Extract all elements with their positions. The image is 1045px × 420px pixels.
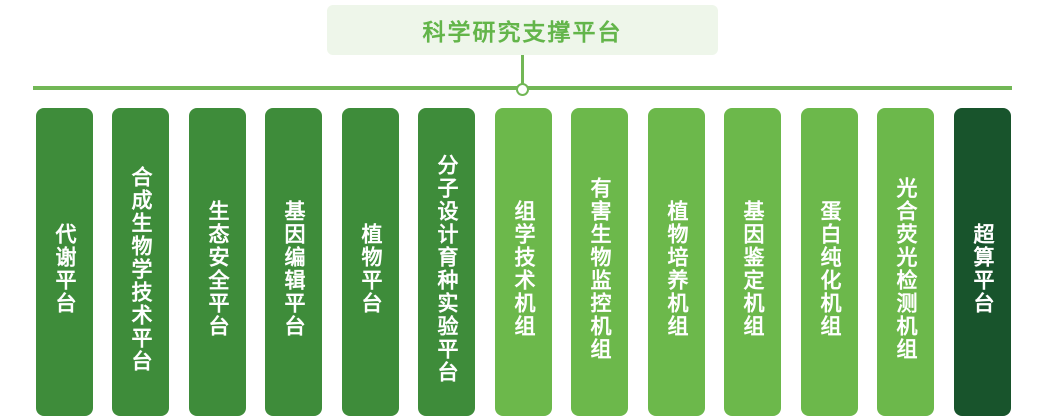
platform-label: 组学技术机组 (512, 200, 536, 338)
junction-dot (516, 83, 529, 96)
diagram-title: 科学研究支撑平台 (327, 5, 718, 55)
platform-label: 光合荧光检测机组 (894, 177, 918, 361)
platform-box-gene-editing: 基因编辑平台 (265, 108, 322, 416)
platform-label: 生态安全平台 (206, 200, 230, 338)
platform-label: 植物平台 (359, 223, 383, 315)
platform-box-molecular-breeding: 分子设计育种实验平台 (418, 108, 475, 416)
platform-label: 有害生物监控机组 (588, 177, 612, 361)
platform-box-supercomputing: 超算平台 (954, 108, 1011, 416)
title-connector-line (521, 55, 524, 88)
platform-box-ecological-safety: 生态安全平台 (189, 108, 246, 416)
platform-label: 基因鉴定机组 (741, 200, 765, 338)
platform-box-synthetic-biology: 合成生物学技术平台 (112, 108, 169, 416)
platform-label: 分子设计育种实验平台 (435, 154, 459, 384)
platform-label: 代谢平台 (53, 223, 77, 315)
platform-box-gene-identification: 基因鉴定机组 (724, 108, 781, 416)
platform-box-plant-culture: 植物培养机组 (648, 108, 705, 416)
platform-box-photosynthesis-fluorescence: 光合荧光检测机组 (877, 108, 934, 416)
platform-box-pest-monitoring: 有害生物监控机组 (571, 108, 628, 416)
platform-label: 基因编辑平台 (282, 200, 306, 338)
platform-box-protein-purification: 蛋白纯化机组 (801, 108, 858, 416)
platform-box-plant: 植物平台 (342, 108, 399, 416)
platform-label: 蛋白纯化机组 (818, 200, 842, 338)
platform-label: 超算平台 (971, 223, 995, 315)
platform-box-omics: 组学技术机组 (495, 108, 552, 416)
platform-box-metabolism: 代谢平台 (36, 108, 93, 416)
platform-label: 植物培养机组 (665, 200, 689, 338)
platform-label: 合成生物学技术平台 (129, 165, 153, 373)
